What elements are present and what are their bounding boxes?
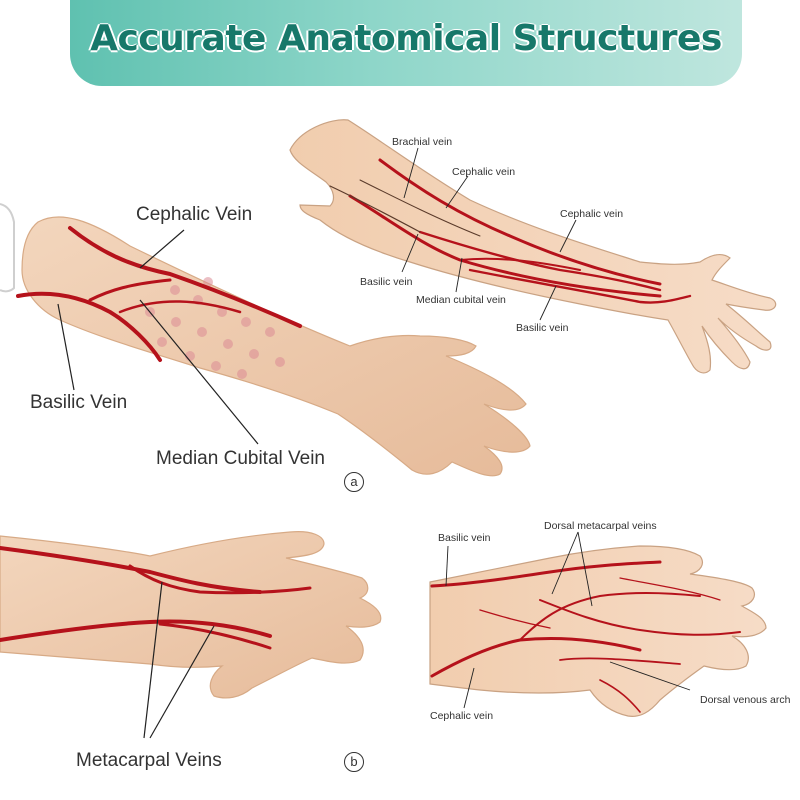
- label-cephalic-vein-hand: Cephalic vein: [430, 710, 494, 722]
- label-cephalic-vein: Cephalic Vein: [136, 204, 253, 225]
- hand-shape: [0, 531, 382, 699]
- hand-veins: [0, 546, 312, 650]
- panel-b-marker: b: [344, 752, 364, 772]
- label-median-cubital-vein-small: Median cubital vein: [416, 294, 506, 306]
- injection-pad: [145, 277, 285, 379]
- arm-veins: [329, 158, 692, 304]
- label-metacarpal-veins: Metacarpal Veins: [76, 750, 222, 771]
- hand-model: [0, 531, 382, 739]
- label-cephalic-vein-lower: Cephalic vein: [560, 208, 624, 220]
- hand-diagram-shape: [429, 545, 767, 717]
- label-brachial-vein: Brachial vein: [392, 136, 453, 148]
- label-basilic-vein-lower: Basilic vein: [516, 322, 569, 334]
- panel-a-marker: a: [344, 472, 364, 492]
- label-dorsal-metacarpal-veins: Dorsal metacarpal veins: [544, 520, 657, 532]
- forearm-leaders: [57, 229, 259, 445]
- label-cephalic-vein-upper: Cephalic vein: [452, 166, 516, 178]
- forearm-veins: [16, 226, 302, 362]
- label-basilic-vein-hand: Basilic vein: [438, 532, 491, 544]
- arm-diagram: [289, 119, 777, 374]
- forearm-model: [0, 203, 531, 477]
- label-basilic-vein: Basilic Vein: [30, 392, 128, 413]
- arm-leaders: [401, 147, 577, 321]
- hand-diagram: [429, 531, 767, 717]
- label-dorsal-venous-arch: Dorsal venous arch: [700, 694, 791, 706]
- hand-diagram-veins: [430, 560, 741, 713]
- metacarpal-leaders: [143, 581, 215, 739]
- page-title: Accurate Anatomical Structures: [90, 18, 722, 59]
- label-basilic-vein-upper: Basilic vein: [360, 276, 413, 288]
- label-median-cubital-vein: Median Cubital Vein: [156, 448, 325, 469]
- tube: [0, 203, 15, 293]
- hand-diagram-leaders: [445, 531, 691, 709]
- title-banner: Accurate Anatomical Structures: [70, 0, 742, 86]
